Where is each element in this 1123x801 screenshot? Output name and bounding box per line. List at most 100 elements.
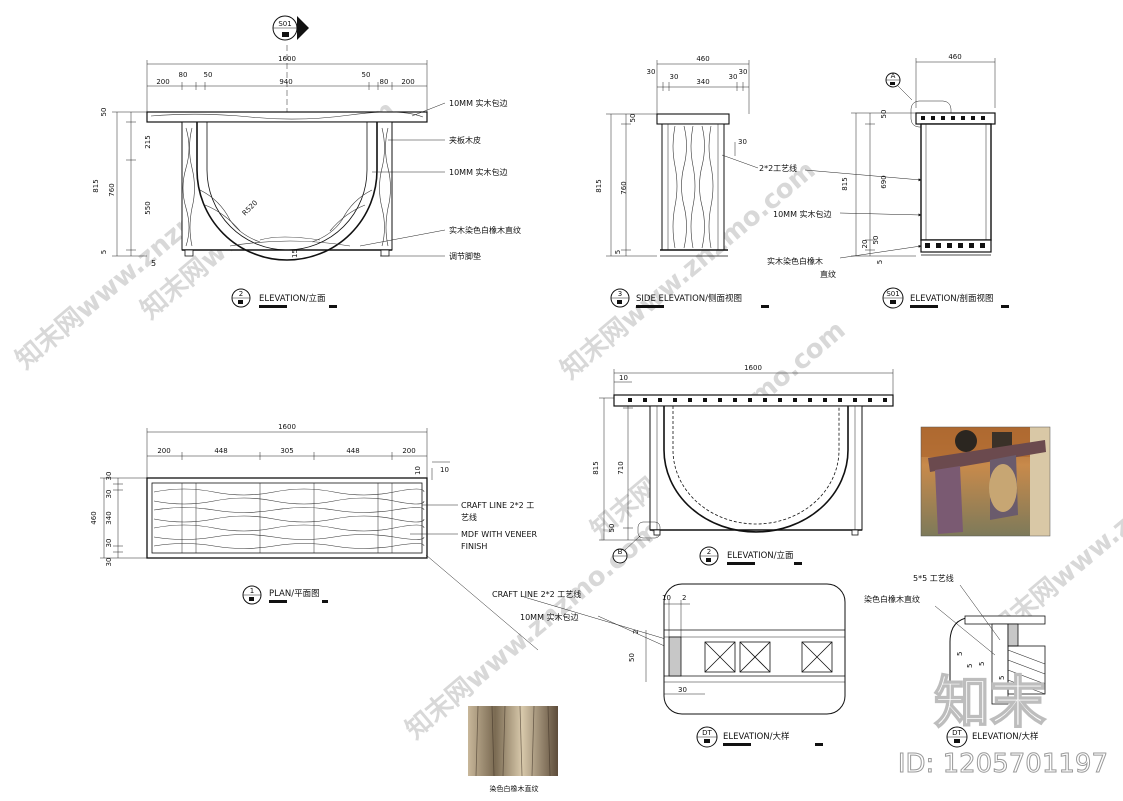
dim-label: 710	[617, 461, 625, 474]
view-title-text: SIDE ELEVATION/侧面视图	[636, 293, 742, 304]
callout: 染色白橡木直纹	[864, 594, 920, 604]
callout: 10MM 实木包边	[773, 209, 832, 219]
view-title-text: PLAN/平面图	[269, 589, 320, 599]
dim-label: 5	[998, 676, 1006, 680]
view-title-text: ELEVATION/立面	[259, 293, 326, 304]
dim-label: 30	[105, 472, 113, 481]
svg-text:3: 3	[618, 290, 622, 298]
dim-label: 760	[108, 183, 116, 196]
dim-label: 30	[105, 490, 113, 499]
callout: CRAFT LINE 2*2 工艺线	[492, 589, 581, 599]
dim-label: 10	[619, 374, 628, 382]
elevation-view: 1600 200 80 50 940 50 80 200 815 50 215 …	[92, 55, 521, 308]
dim-label: 10	[662, 594, 671, 602]
dim-overall-depth: 460	[948, 53, 961, 61]
dim-label: 5	[151, 259, 156, 268]
dim-label: 30	[729, 73, 738, 81]
dim-overall-height: 815	[841, 177, 849, 190]
product-photo	[920, 426, 1051, 537]
dim-label: 30	[105, 558, 113, 567]
detail-marker: A	[891, 72, 896, 80]
dim-label: 15	[291, 249, 299, 258]
callout: 直纹	[820, 269, 836, 279]
dim-label: 2	[682, 594, 686, 602]
dim-label: 5	[966, 664, 974, 668]
callout: 夹板木皮	[449, 135, 481, 145]
dim-label: 50	[204, 71, 213, 79]
svg-text:2: 2	[707, 548, 711, 556]
dim-label: 305	[280, 447, 293, 455]
dim-label: 20	[861, 240, 869, 249]
dim-label: 5	[100, 250, 108, 254]
callout: 5*5 工艺线	[913, 573, 954, 583]
dim-label: 10	[440, 466, 449, 474]
dim-label: 30	[678, 686, 687, 694]
dim-label: 10	[414, 466, 422, 475]
elevation-detail-view: 1600 10 815 710 50	[592, 364, 894, 566]
dim-overall-width: 1600	[278, 55, 296, 63]
dim-label: 30	[738, 138, 747, 146]
svg-text:2: 2	[239, 290, 243, 298]
view-title-text: ELEVATION/剖面视图	[910, 293, 994, 304]
dim-overall-depth: 460	[90, 511, 98, 524]
brand-mark: 知末 ID: 1205701197	[897, 670, 1108, 779]
callout: 10MM 实木包边	[449, 167, 508, 177]
dim-label: 50	[100, 108, 108, 117]
dim-label: 50	[880, 110, 888, 119]
detail-marker: B	[618, 548, 623, 556]
view-title: S01 ELEVATION/剖面视图	[882, 287, 1009, 309]
callout: 2*2工艺线	[759, 163, 797, 173]
dim-label: 760	[620, 181, 628, 194]
callout: 实木染色白橡木直纹	[449, 225, 521, 235]
dim-label: 30	[670, 73, 679, 81]
dim-label: 5	[876, 260, 884, 264]
view-title: DT ELEVATION/大样	[946, 726, 1039, 748]
section-view: 460 815 50 690 20 50 5 A	[767, 53, 1009, 309]
view-title: 1 PLAN/平面图	[242, 585, 328, 605]
detail-view-2: 5*5 工艺线 染色白橡木直纹 5 5 5 5 DT ELEVATION/大样	[864, 573, 1046, 748]
dim-label: 200	[402, 447, 415, 455]
dim-label: 80	[380, 78, 389, 86]
view-title: 2 ELEVATION/立面	[231, 288, 337, 308]
dim-label: 940	[279, 78, 292, 86]
callout: 10MM 实木包边	[449, 98, 508, 108]
callout: FINISH	[461, 542, 487, 551]
callout: 艺线	[461, 512, 477, 522]
dim-label: 50	[629, 114, 637, 123]
callout: 调节脚垫	[449, 251, 481, 261]
dim-overall-width: 1600	[744, 364, 762, 372]
dim-label: 448	[214, 447, 227, 455]
dim-overall-height: 815	[592, 461, 600, 474]
svg-text:1: 1	[250, 587, 254, 595]
dim-label: 80	[179, 71, 188, 79]
dim-label: 550	[144, 201, 152, 214]
dim-label: 5	[978, 662, 986, 666]
dim-label: 30	[739, 68, 748, 76]
dim-label: 340	[105, 511, 113, 524]
dim-label: 340	[696, 78, 709, 86]
callout: 实木染色白橡木	[767, 256, 823, 266]
dim-label: 30	[105, 539, 113, 548]
dim-label: 2	[632, 630, 640, 634]
dim-label: 690	[880, 175, 888, 188]
dim-label: 215	[144, 135, 152, 148]
dim-label: 200	[401, 78, 414, 86]
dim-overall-depth: 460	[696, 55, 709, 63]
brand-logo: 知末	[934, 671, 1046, 736]
svg-text:DT: DT	[952, 729, 962, 737]
dim-label: 30	[647, 68, 656, 76]
callout: MDF WITH VENEER	[461, 530, 538, 539]
dim-label: 50	[608, 524, 616, 533]
dim-label: 5	[956, 652, 964, 656]
view-title-text: ELEVATION/立面	[727, 550, 794, 561]
dim-overall-width: 1600	[278, 423, 296, 431]
dim-overall-height: 815	[595, 179, 603, 192]
view-title: 3 SIDE ELEVATION/侧面视图	[610, 288, 769, 308]
section-marker-label: S01	[278, 20, 291, 28]
view-title-text: ELEVATION/大样	[972, 731, 1039, 742]
svg-text:DT: DT	[702, 729, 712, 737]
callout: 10MM 实木包边	[520, 612, 579, 622]
image-id: ID: 1205701197	[898, 749, 1108, 779]
svg-text:S01: S01	[886, 290, 899, 298]
